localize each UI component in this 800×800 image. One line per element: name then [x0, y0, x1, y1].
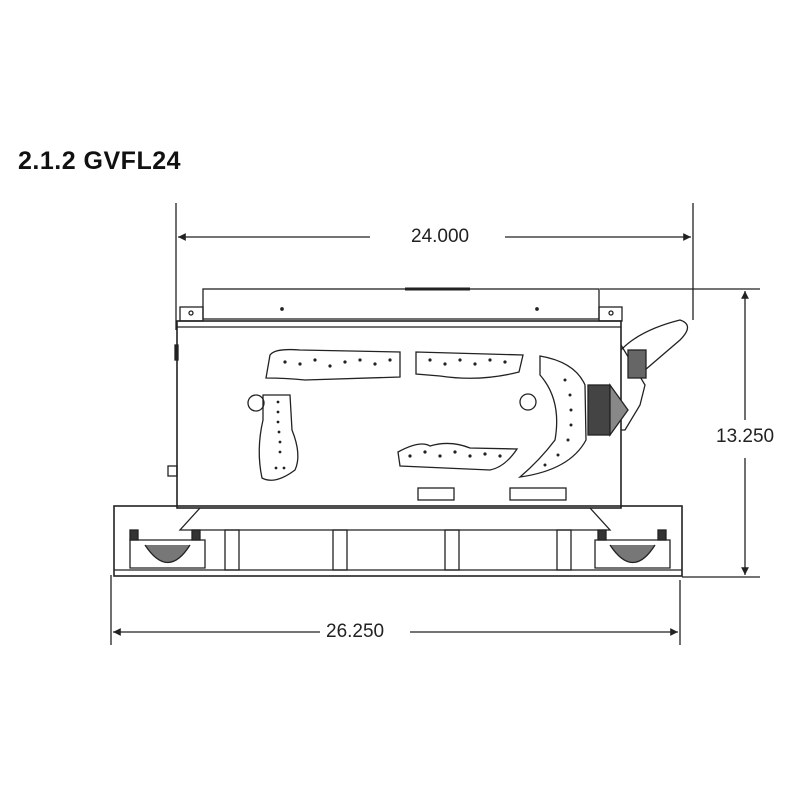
- base-pan: [113, 505, 683, 577]
- top-flange: [179, 287, 623, 322]
- height-dimension: [600, 288, 760, 578]
- bottom-width-label: 26.250: [322, 621, 389, 643]
- firebox-body: [167, 320, 622, 509]
- top-width-label: 24.000: [407, 226, 474, 248]
- top-width-dimension: [175, 203, 694, 330]
- height-label: 13.250: [712, 426, 779, 448]
- section-title: 2.1.2 GVFL24: [18, 147, 182, 175]
- gas-valve-assembly: [587, 319, 689, 438]
- bottom-width-dimension: [110, 575, 681, 645]
